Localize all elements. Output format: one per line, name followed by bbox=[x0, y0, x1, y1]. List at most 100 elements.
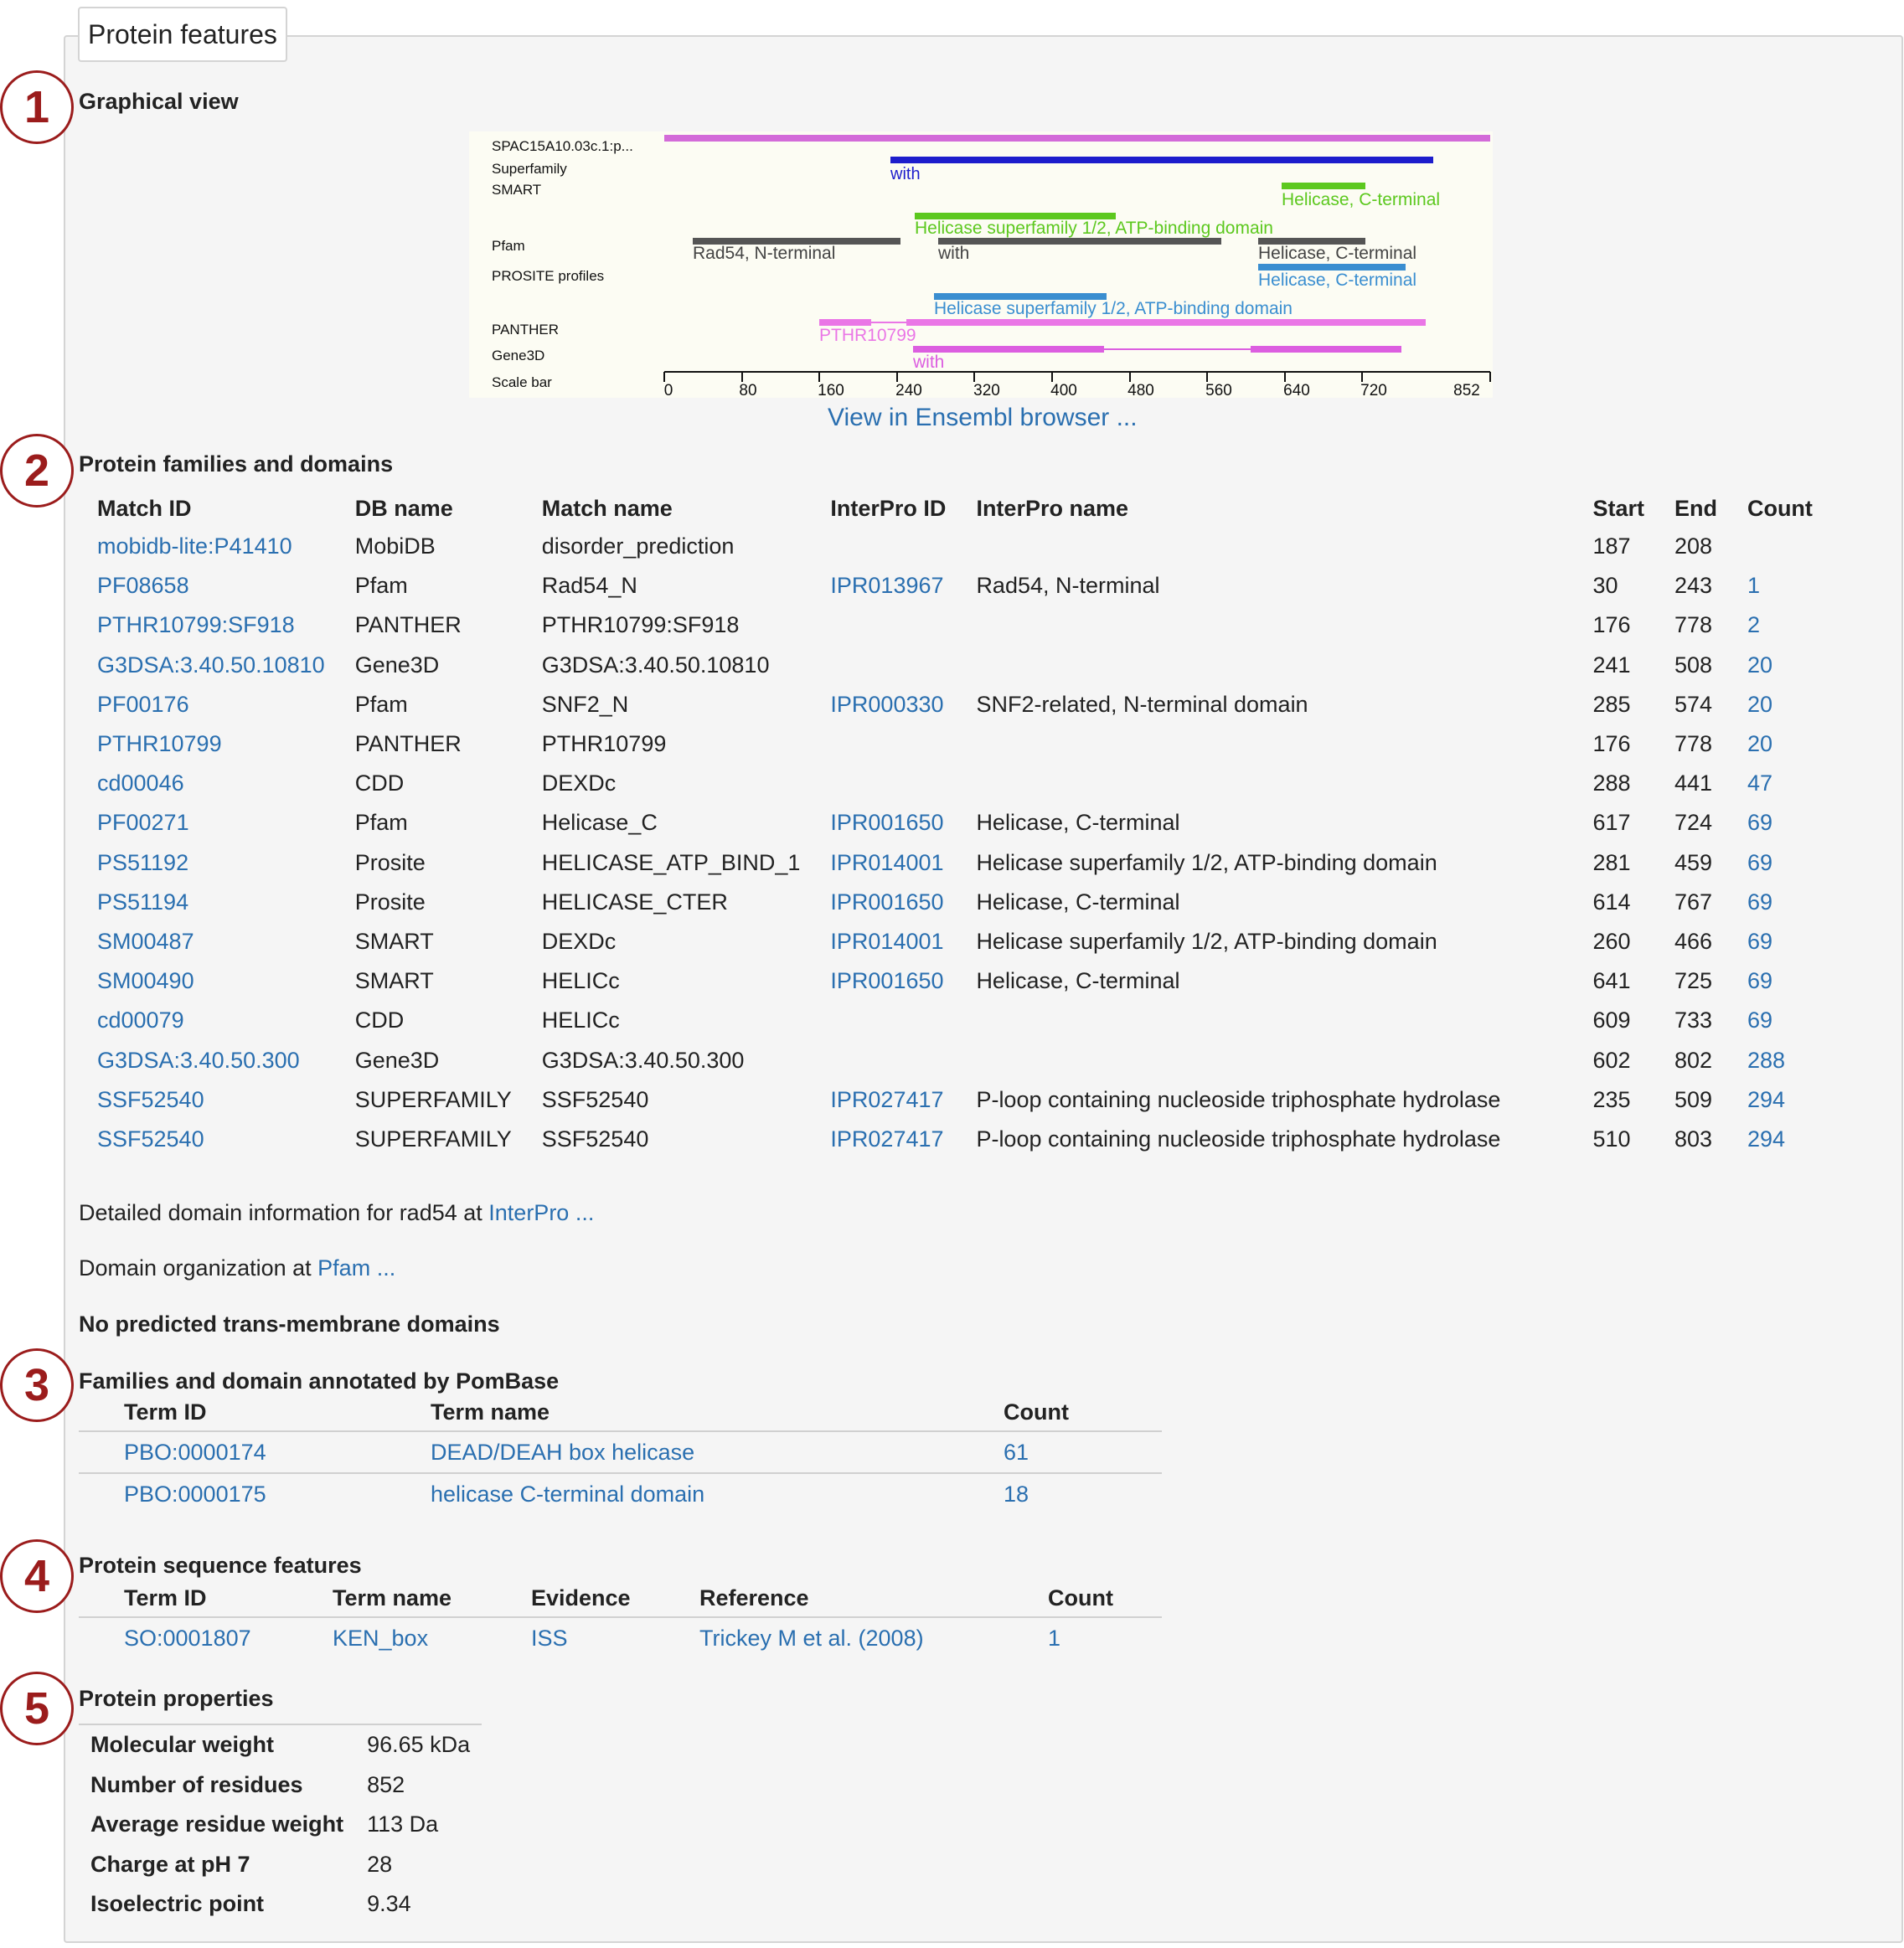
match-id-cell-link[interactable]: SSF52540 bbox=[97, 1086, 204, 1112]
match-id-cell-link[interactable]: PS51194 bbox=[97, 889, 189, 915]
interpro-id-cell bbox=[815, 527, 961, 566]
start-cell: 288 bbox=[1592, 770, 1631, 796]
term-name-cell: DEAD/DEAH box helicase bbox=[385, 1430, 958, 1473]
match-id-cell-link[interactable]: SM00487 bbox=[97, 928, 194, 954]
interpro-id-cell-link[interactable]: IPR000330 bbox=[830, 691, 944, 717]
superfamily-bar bbox=[890, 157, 1433, 163]
match-id-cell-link[interactable]: PF00271 bbox=[97, 810, 189, 836]
pfam-with-label: with bbox=[937, 244, 969, 263]
interpro-id-cell-link[interactable]: IPR027417 bbox=[830, 1126, 944, 1152]
interpro-id-cell-link[interactable]: IPR013967 bbox=[830, 573, 944, 599]
match-id-cell-link[interactable]: cd00046 bbox=[97, 770, 184, 796]
term-name-cell-link[interactable]: KEN_box bbox=[333, 1625, 429, 1651]
count-cell-link[interactable]: 69 bbox=[1747, 810, 1772, 836]
count-cell: 294 bbox=[1732, 1080, 1828, 1120]
count-cell-link[interactable]: 1 bbox=[1048, 1625, 1061, 1651]
scale-tick-label: 320 bbox=[973, 382, 1000, 398]
match-name-cell: Helicase_C bbox=[541, 810, 658, 836]
families-domains-table: Match ID DB name Match name InterPro ID … bbox=[82, 490, 1828, 1159]
count-cell-link[interactable]: 47 bbox=[1747, 770, 1772, 796]
ensembl-browser-link[interactable]: View in Ensembl browser ... bbox=[828, 404, 1138, 431]
end-cell: 725 bbox=[1674, 968, 1713, 994]
match-id-cell-link[interactable]: PTHR10799 bbox=[97, 731, 222, 757]
match-id-cell: cd00046 bbox=[82, 764, 340, 803]
pfam-link[interactable]: Pfam ... bbox=[317, 1255, 396, 1281]
match-id-cell-link[interactable]: G3DSA:3.40.50.10810 bbox=[97, 652, 325, 678]
match-id-cell-link[interactable]: mobidb-lite:P41410 bbox=[97, 533, 292, 559]
count-cell-link[interactable]: 69 bbox=[1747, 928, 1772, 954]
match-id-cell: PF00271 bbox=[82, 803, 340, 843]
match-id-cell-link[interactable]: SSF52540 bbox=[97, 1126, 204, 1152]
match-id-cell: G3DSA:3.40.50.10810 bbox=[82, 646, 340, 685]
count-cell-link[interactable]: 2 bbox=[1747, 612, 1760, 638]
smart-helicase-sf-label: Helicase superfamily 1/2, ATP-binding do… bbox=[915, 219, 1273, 238]
count-cell-link[interactable]: 18 bbox=[1004, 1481, 1029, 1507]
table-row: PBO:0000174 DEAD/DEAH box helicase 61 bbox=[79, 1430, 1162, 1473]
interpro-id-cell: IPR001650 bbox=[815, 803, 961, 843]
protein-track-bar bbox=[664, 135, 1490, 142]
count-cell-link[interactable]: 69 bbox=[1747, 889, 1772, 915]
count-cell-link[interactable]: 20 bbox=[1747, 731, 1772, 757]
scale-tick-label: 852 bbox=[1453, 382, 1480, 398]
interpro-link[interactable]: InterPro ... bbox=[488, 1200, 595, 1225]
match-id-cell-link[interactable]: PF00176 bbox=[97, 691, 189, 717]
interpro-id-cell-link[interactable]: IPR001650 bbox=[830, 968, 944, 994]
term-id-cell-link[interactable]: PBO:0000175 bbox=[124, 1481, 266, 1507]
gene3d-bar-b bbox=[1251, 346, 1401, 353]
term-name-cell-link[interactable]: DEAD/DEAH box helicase bbox=[431, 1439, 695, 1465]
prosite-helicase-c-label: Helicase, C-terminal bbox=[1258, 271, 1416, 290]
db-name-cell: SMART bbox=[354, 928, 434, 954]
count-cell-link[interactable]: 20 bbox=[1747, 652, 1772, 678]
scale-tick-label: 640 bbox=[1283, 382, 1310, 398]
interpro-id-cell-link[interactable]: IPR027417 bbox=[830, 1086, 944, 1112]
col-start: Start bbox=[1592, 495, 1644, 521]
match-id-cell-link[interactable]: G3DSA:3.40.50.300 bbox=[97, 1047, 300, 1073]
graphical-view-image[interactable]: SPAC15A10.03c.1:p... Superfamily SMART P… bbox=[469, 131, 1493, 398]
badge-1: 1 bbox=[0, 70, 74, 144]
end-cell: 724 bbox=[1674, 810, 1713, 836]
match-id-cell-link[interactable]: PS51192 bbox=[97, 849, 189, 875]
count-cell-link[interactable]: 69 bbox=[1747, 1007, 1772, 1033]
table-header-row: Term ID Term name Count bbox=[79, 1394, 1162, 1431]
reference-cell: Trickey M et al. (2008) bbox=[654, 1616, 1003, 1658]
term-id-cell-link[interactable]: SO:0001807 bbox=[124, 1625, 251, 1651]
count-cell-link[interactable]: 294 bbox=[1747, 1086, 1786, 1112]
count-cell-link[interactable]: 20 bbox=[1747, 691, 1772, 717]
match-id-cell-link[interactable]: SM00490 bbox=[97, 968, 194, 994]
db-name-cell: CDD bbox=[354, 1007, 405, 1033]
interpro-id-cell-link[interactable]: IPR001650 bbox=[830, 810, 944, 836]
superfamily-label: with bbox=[890, 165, 921, 183]
term-name-cell-link[interactable]: helicase C-terminal domain bbox=[431, 1481, 705, 1507]
count-cell-link[interactable]: 294 bbox=[1747, 1126, 1786, 1152]
panther-label: PTHR10799 bbox=[819, 326, 916, 345]
property-key: Isoelectric point bbox=[90, 1891, 265, 1917]
match-name-cell: HELICASE_CTER bbox=[541, 889, 728, 915]
start-cell: 609 bbox=[1592, 1007, 1631, 1033]
count-cell: 2 bbox=[1732, 606, 1828, 645]
interpro-id-cell-link[interactable]: IPR014001 bbox=[830, 849, 944, 875]
match-id-cell-link[interactable]: cd00079 bbox=[97, 1007, 184, 1033]
term-id-cell-link[interactable]: PBO:0000174 bbox=[124, 1439, 266, 1465]
match-name-cell: DEXDc bbox=[541, 928, 617, 954]
badge-5: 5 bbox=[0, 1672, 74, 1745]
match-id-cell: G3DSA:3.40.50.300 bbox=[82, 1040, 340, 1080]
col-term-id: Term ID bbox=[124, 1399, 207, 1425]
interpro-id-cell-link[interactable]: IPR014001 bbox=[830, 928, 944, 954]
count-cell-link[interactable]: 1 bbox=[1747, 573, 1760, 599]
match-id-cell-link[interactable]: PTHR10799:SF918 bbox=[97, 612, 295, 638]
end-cell: 441 bbox=[1674, 770, 1713, 796]
reference-cell-link[interactable]: Trickey M et al. (2008) bbox=[699, 1625, 924, 1651]
interpro-id-cell: IPR000330 bbox=[815, 685, 961, 724]
match-id-cell-link[interactable]: PF08658 bbox=[97, 573, 189, 599]
evidence-cell: ISS bbox=[486, 1616, 654, 1658]
pombase-families-table: Term ID Term name Count PBO:0000174 DEAD/… bbox=[79, 1394, 1162, 1514]
interpro-id-cell-link[interactable]: IPR001650 bbox=[830, 889, 944, 915]
count-cell-link[interactable]: 69 bbox=[1747, 849, 1772, 875]
count-cell-link[interactable]: 61 bbox=[1004, 1439, 1029, 1465]
count-cell: 20 bbox=[1732, 724, 1828, 764]
interpro-id-cell: IPR013967 bbox=[815, 566, 961, 606]
db-name-cell: Prosite bbox=[354, 889, 426, 915]
count-cell-link[interactable]: 288 bbox=[1747, 1047, 1786, 1073]
evidence-cell-link[interactable]: ISS bbox=[531, 1625, 568, 1651]
count-cell-link[interactable]: 69 bbox=[1747, 968, 1772, 994]
